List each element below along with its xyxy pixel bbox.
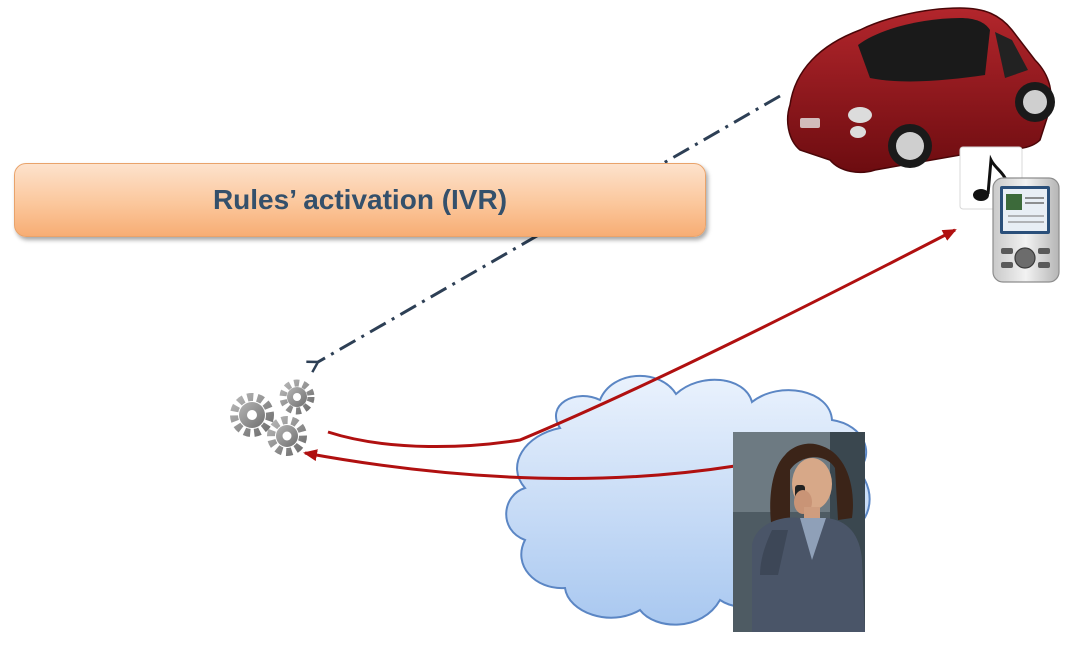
rules-activation-banner: Rules’ activation (IVR) [14,163,706,237]
red-arrow-to-gears [303,449,736,481]
woman-on-phone-photo [733,432,865,632]
red-arrow-to-phone [327,228,957,449]
car-icon [787,7,1055,173]
banner-title: Rules’ activation (IVR) [212,184,508,215]
gears-icon [230,379,315,456]
mobile-phone-icon [992,177,1060,283]
